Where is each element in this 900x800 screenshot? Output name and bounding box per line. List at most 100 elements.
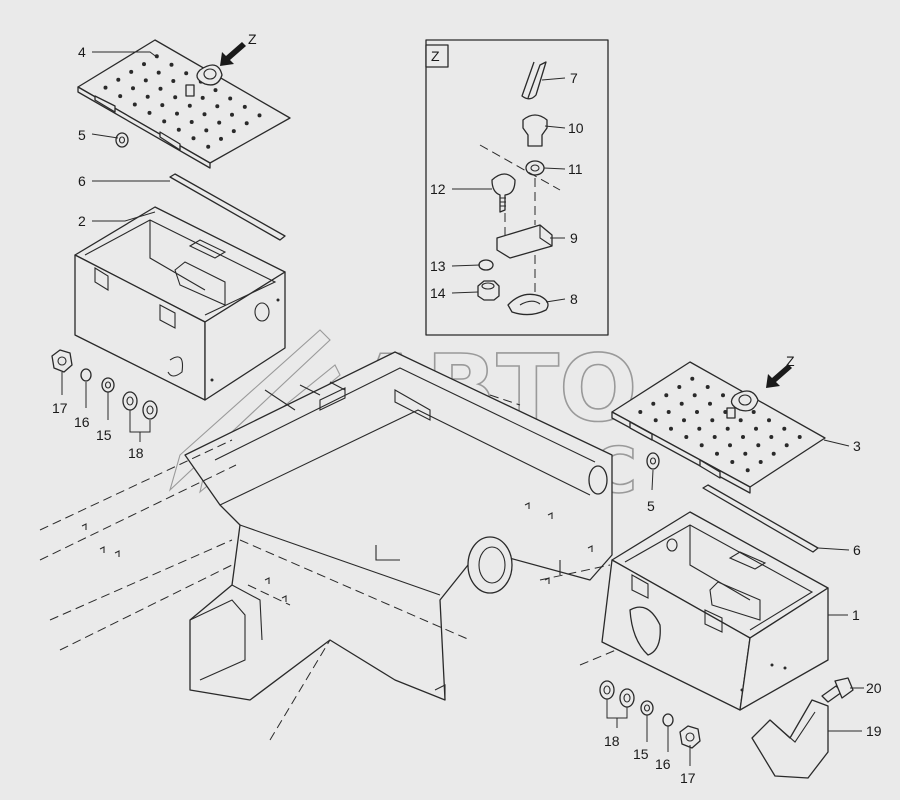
perforation-hole — [215, 104, 220, 109]
callout-4: 4 — [78, 44, 86, 60]
callout-12: 12 — [430, 181, 446, 197]
callout-7: 7 — [570, 70, 578, 86]
callout-5-right: 5 — [647, 498, 655, 514]
callout-16-right: 16 — [655, 756, 671, 772]
perforation-hole — [638, 410, 643, 414]
perforation-hole — [751, 410, 756, 414]
detail-view-title-box — [425, 44, 449, 68]
perforation-hole — [143, 78, 148, 83]
perforation-hole — [771, 451, 776, 456]
callout-18-left: 18 — [128, 445, 144, 461]
retaining-rod-left — [169, 173, 286, 241]
perforation-hole — [118, 94, 123, 99]
perforation-hole — [142, 62, 146, 67]
perforation-hole — [219, 136, 223, 141]
cover-left-holes — [103, 54, 262, 149]
perforation-hole — [116, 77, 121, 82]
perforation-hole — [231, 129, 236, 134]
pin-clip — [521, 61, 547, 100]
perforation-hole — [767, 418, 771, 423]
perforation-hole — [160, 103, 165, 108]
perforation-hole — [743, 451, 748, 456]
perforation-hole — [184, 71, 189, 76]
perforation-hole — [242, 104, 247, 109]
perforation-hole — [782, 426, 787, 431]
callout-3: 3 — [853, 438, 861, 454]
callout-17-right: 17 — [680, 770, 696, 786]
perforation-hole — [682, 418, 686, 423]
perforation-hole — [169, 62, 174, 67]
perforation-hole — [162, 119, 167, 124]
perforation-hole — [705, 385, 710, 389]
perforation-hole — [103, 85, 108, 90]
view-arrow-z-1-label: Z — [248, 31, 257, 47]
hardware-left — [51, 132, 660, 470]
detail-view-z: Z — [425, 39, 609, 336]
perforation-hole — [758, 460, 763, 464]
perforation-hole — [797, 435, 802, 439]
perforation-hole — [191, 136, 196, 141]
perforation-hole — [147, 110, 152, 115]
battery-box-left — [74, 206, 286, 401]
bolt — [821, 677, 854, 703]
perforation-hole — [176, 127, 181, 132]
perforation-hole — [244, 121, 249, 126]
callout-6-right: 6 — [853, 542, 861, 558]
perforation-hole — [664, 393, 669, 398]
perforation-hole — [200, 95, 205, 100]
lifting-eye-left — [185, 64, 223, 97]
perforation-hole — [204, 128, 209, 133]
detail-view-title: Z — [431, 48, 440, 64]
view-arrow-z-2-label: Z — [786, 353, 795, 369]
view-arrow-z-2: Z — [766, 353, 795, 388]
lock-washer — [478, 259, 494, 271]
perforation-hole — [728, 443, 732, 448]
eye-bolt — [491, 173, 516, 213]
perforation-hole — [131, 86, 135, 91]
perforation-hole — [228, 96, 233, 101]
perforation-hole — [653, 418, 658, 423]
callout-1: 1 — [852, 607, 860, 623]
callout-6-left: 6 — [78, 173, 86, 189]
perforation-hole — [132, 102, 137, 107]
perforation-hole — [699, 443, 704, 448]
callout-11: 11 — [568, 161, 583, 177]
perforation-hole — [708, 401, 712, 406]
callout-2: 2 — [78, 213, 86, 229]
perforation-hole — [129, 69, 134, 74]
perforation-hole — [692, 393, 697, 398]
perforation-hole — [175, 111, 179, 116]
callout-10: 10 — [568, 120, 584, 136]
callout-18-right: 18 — [604, 733, 620, 749]
nut — [477, 280, 500, 301]
perforation-hole — [669, 426, 673, 431]
battery-cover-left — [77, 39, 291, 169]
perforation-hole — [723, 410, 728, 414]
chassis-frame — [39, 351, 641, 741]
bracket — [751, 699, 829, 779]
lifting-eye-right — [726, 390, 759, 419]
perforation-hole — [730, 460, 735, 464]
perforation-hole — [171, 79, 176, 83]
perforation-hole — [721, 393, 725, 398]
perforation-hole — [189, 120, 194, 124]
callout-5-left: 5 — [78, 127, 86, 143]
callouts: 4 5 6 2 7 10 11 12 9 13 14 8 3 5 6 1 20 … — [52, 44, 882, 786]
callout-15-left: 15 — [96, 427, 112, 443]
perforation-hole — [651, 401, 656, 406]
callout-16-left: 16 — [74, 414, 90, 430]
callout-8: 8 — [570, 291, 578, 307]
battery-box-right — [601, 511, 829, 711]
perforation-hole — [741, 435, 745, 439]
perforation-hole — [684, 435, 689, 439]
leader-lines — [61, 51, 864, 766]
perforation-hole — [187, 103, 192, 108]
perforation-hole — [769, 435, 774, 439]
view-arrow-z-1: Z — [220, 31, 257, 66]
perforation-hole — [754, 426, 758, 431]
perforation-hole — [202, 112, 207, 117]
callout-19: 19 — [866, 723, 882, 739]
hardware-right — [599, 680, 701, 749]
callout-13: 13 — [430, 258, 446, 274]
